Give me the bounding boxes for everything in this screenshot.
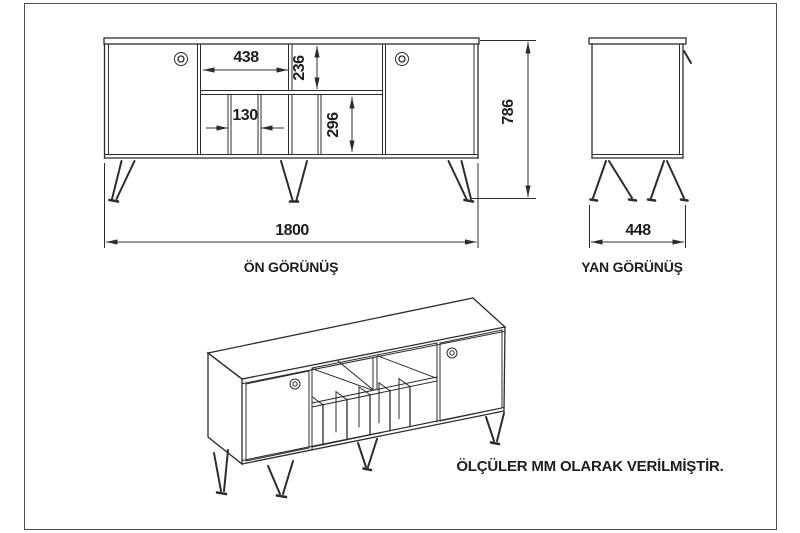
dim-shelf-width-label: 438 [233, 49, 259, 66]
dimension-depth: 448 [589, 205, 686, 248]
iso-open-section [311, 342, 438, 448]
front-view-title: ÖN GÖRÜNÜŞ [244, 259, 338, 275]
units-note: ÖLÇÜLER MM OLARAK VERİLMİŞTİR. [456, 458, 723, 475]
dimension-overall-width: 1800 [104, 163, 479, 248]
front-view-dimensions: 438 236 130 296 1800 [104, 40, 536, 275]
iso-record-dividers [311, 377, 411, 446]
isometric-view-drawing [206, 297, 507, 499]
iso-right-door-knob [446, 347, 458, 359]
dim-overall-width-label: 1800 [275, 222, 309, 239]
drawing-border [24, 3, 777, 530]
dim-shelf-height-label: 236 [291, 55, 308, 81]
dimension-shelf-height: 236 [291, 46, 320, 89]
front-lower-dividers [227, 94, 322, 155]
iso-left-door [245, 368, 313, 462]
iso-legs [213, 412, 505, 499]
side-view-dimensions: 448 YAN GÖRÜNÜŞ [581, 205, 686, 275]
dim-lower-height-label: 296 [325, 112, 342, 138]
side-door-handle [683, 50, 692, 64]
front-view-legs [108, 160, 475, 203]
front-right-door [382, 43, 409, 155]
dimension-slot-width: 130 [206, 107, 284, 131]
front-top-panel [103, 37, 480, 45]
right-door-knob [395, 52, 409, 66]
side-view-drawing [588, 37, 692, 202]
dim-depth-label: 448 [625, 222, 651, 239]
side-view-title: YAN GÖRÜNÜŞ [581, 259, 683, 275]
front-left-door [174, 43, 201, 155]
side-top-panel [588, 37, 687, 45]
left-door-knob [174, 52, 188, 66]
side-view-legs [589, 160, 689, 202]
dimension-shelf-width: 438 [203, 49, 288, 73]
dim-overall-height-label: 786 [500, 99, 517, 125]
dim-slot-width-label: 130 [232, 107, 258, 124]
dimension-lower-height: 296 [325, 97, 355, 152]
dimension-overall-height: 786 [470, 40, 536, 199]
front-view-drawing [103, 37, 480, 203]
iso-right-door [436, 329, 503, 423]
iso-left-door-knob [289, 378, 301, 390]
